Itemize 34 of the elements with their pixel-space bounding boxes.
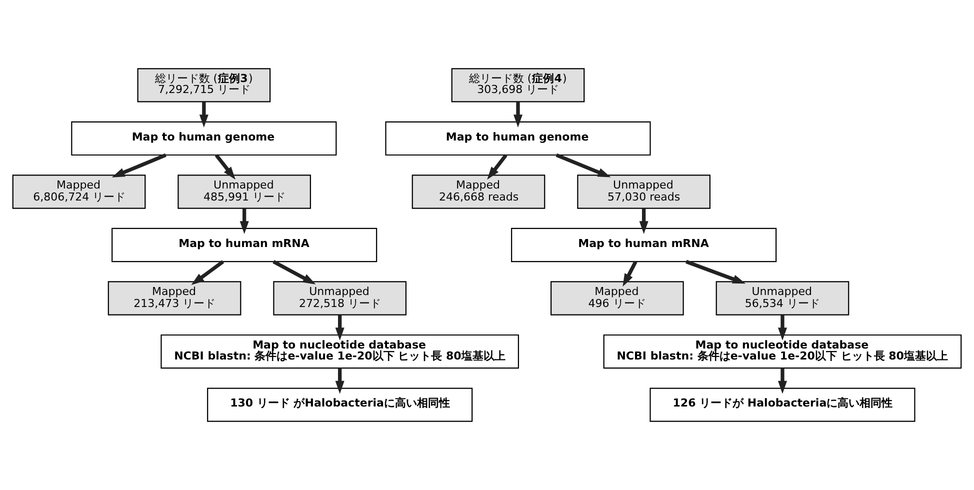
arrow — [639, 208, 648, 234]
node-box: Unmapped 57,030 reads — [577, 174, 710, 209]
arrow — [778, 368, 787, 394]
node-box: Unmapped 56,534 リード — [716, 281, 850, 316]
node-box: Mapped 246,668 reads — [412, 174, 546, 209]
arrow — [622, 260, 638, 287]
arrow — [487, 154, 508, 180]
node-box: Map to nucleotide database NCBI blastn: 条件はe-value 1e-20以下 ヒット長 80塩基以上 — [160, 334, 519, 369]
arrow — [335, 314, 344, 341]
node-box: Map to human genome — [385, 121, 651, 156]
arrow — [191, 260, 224, 286]
node-box: Map to human mRNA — [511, 228, 777, 262]
node-box: Mapped 496 リード — [550, 281, 684, 316]
node-box: Mapped 6,806,724 リード — [12, 174, 146, 209]
arrow — [240, 208, 249, 234]
arrow — [335, 368, 344, 394]
node-box: Map to nucleotide database NCBI blastn: 条件はe-value 1e-20以下 ヒット長 80塩基以上 — [603, 334, 962, 369]
node-box: 総リード数 (症例4) 303,698 リード — [451, 68, 585, 102]
arrow — [778, 314, 787, 341]
arrow — [112, 153, 166, 178]
arrow — [556, 153, 611, 178]
node-box: 126 リードが Halobacteriaに高い相同性 — [650, 388, 916, 422]
arrow — [686, 260, 746, 284]
arrow — [272, 260, 316, 284]
node-box: Map to human mRNA — [112, 228, 378, 262]
node-box: 130 リード がHalobacteriaに高い相同性 — [207, 388, 473, 422]
node-box: Mapped 213,473 リード — [108, 281, 242, 316]
arrow — [199, 102, 208, 128]
node-box: Map to human genome — [71, 121, 337, 156]
node-box: Unmapped 272,518 リード — [273, 281, 406, 316]
node-box: 総リード数 (症例3) 7,292,715 リード — [137, 68, 271, 102]
node-box: Unmapped 485,991 リード — [178, 174, 311, 209]
arrow — [214, 154, 236, 180]
arrow — [513, 102, 523, 128]
